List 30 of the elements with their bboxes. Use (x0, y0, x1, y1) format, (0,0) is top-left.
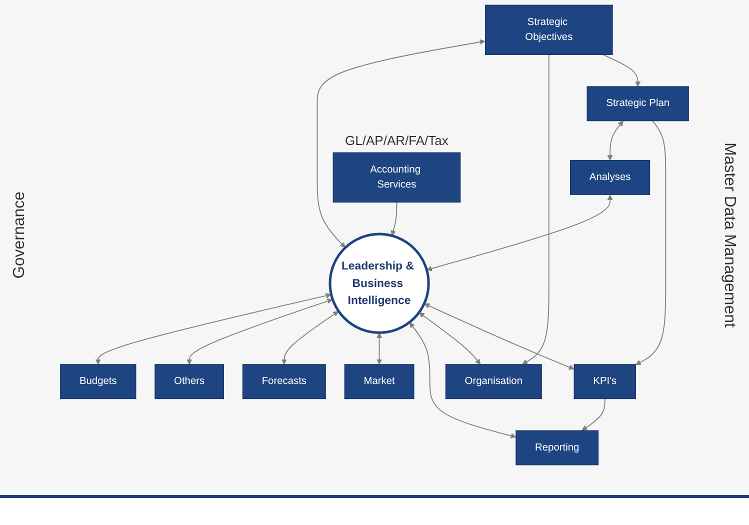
node-box: Strategic Objectives (485, 4, 613, 56)
node-box: Others (154, 364, 224, 400)
arrow (376, 332, 382, 365)
node-box: Organisation (445, 364, 542, 400)
node-box: Budgets (60, 364, 136, 400)
arrow (424, 303, 574, 370)
arrow (522, 54, 550, 365)
node-box: Accounting Services (332, 152, 461, 203)
arrow (607, 120, 624, 161)
arrow (426, 194, 613, 272)
node-box: Analyses (570, 160, 650, 195)
arrow (316, 39, 486, 248)
node-box: Strategic Plan (586, 86, 689, 122)
node-caption: GL/AP/AR/FA/Tax (345, 132, 448, 148)
arrow (602, 54, 641, 87)
node-box: Reporting (516, 430, 599, 466)
arrow (409, 322, 516, 438)
node-box: Market (344, 364, 414, 400)
node-box: KPI's (574, 364, 636, 400)
node-circle: Leadership & Business Intelligence (328, 232, 430, 334)
arrow (186, 298, 333, 365)
arrow (95, 292, 332, 365)
side-label: Master Data Management (720, 142, 738, 328)
arrow (635, 120, 666, 366)
arrow (418, 312, 481, 365)
arrow (582, 398, 606, 431)
arrow (390, 202, 398, 236)
node-box: Forecasts (242, 364, 326, 400)
side-label: Governance (11, 191, 29, 279)
arrow (281, 311, 339, 365)
